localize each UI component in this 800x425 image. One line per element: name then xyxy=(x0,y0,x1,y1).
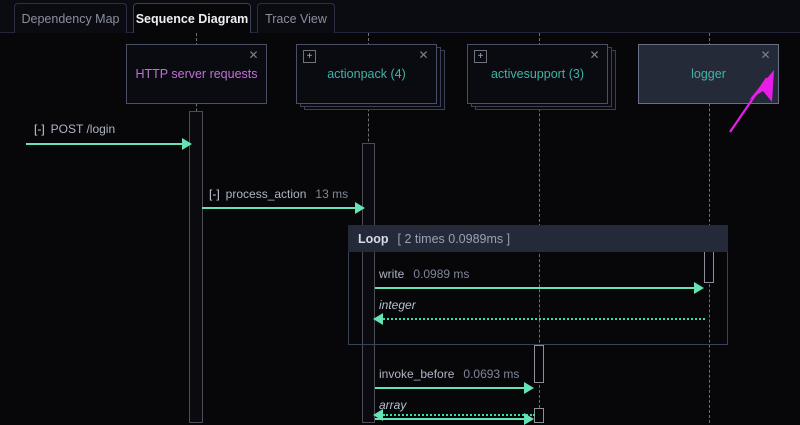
close-icon[interactable]: ✕ xyxy=(418,48,429,62)
activation-bar-activesupport-1 xyxy=(534,345,544,383)
participant-http-server-requests[interactable]: HTTP server requests ✕ xyxy=(126,44,267,104)
fragment-loop-header[interactable]: Loop [ 2 times 0.0989ms ] xyxy=(348,225,728,252)
message-label-write: write 0.0989 ms xyxy=(379,267,469,281)
collapse-toggle[interactable]: [-] xyxy=(34,122,45,136)
message-label-invoke-before-1: invoke_before 0.0693 ms xyxy=(379,367,519,381)
message-label-process-action: [-] process_action 13 ms xyxy=(209,187,348,201)
arrowhead-icon xyxy=(694,282,704,294)
participant-label: actionpack (4) xyxy=(327,67,406,81)
message-name: invoke_before xyxy=(379,367,455,381)
participant-activesupport[interactable]: activesupport (3) + ✕ xyxy=(467,44,608,104)
tab-label: Sequence Diagram xyxy=(135,11,249,26)
message-name: integer xyxy=(379,298,416,312)
message-duration: 0.0693 ms xyxy=(463,367,520,381)
message-label-post-login: [-] POST /login xyxy=(34,122,124,136)
tab-label: Trace View xyxy=(265,11,327,26)
arrowhead-icon xyxy=(524,413,534,425)
message-arrow-invoke-before-1 xyxy=(375,387,529,389)
message-arrow-post-login xyxy=(26,143,188,145)
message-duration: 0.0989 ms xyxy=(413,267,470,281)
tab-trace-view[interactable]: Trace View xyxy=(257,3,335,33)
participant-actionpack[interactable]: actionpack (4) + ✕ xyxy=(296,44,437,104)
participant-logger[interactable]: logger ✕ xyxy=(638,44,779,104)
fragment-condition: [ 2 times 0.0989ms ] xyxy=(397,231,511,246)
message-arrow-process-action xyxy=(202,207,362,209)
close-icon[interactable]: ✕ xyxy=(248,48,259,62)
message-name: POST /login xyxy=(50,122,116,136)
arrowhead-icon xyxy=(373,409,383,421)
message-duration: 13 ms xyxy=(315,187,349,201)
close-icon[interactable]: ✕ xyxy=(589,48,600,62)
expand-icon[interactable]: + xyxy=(474,50,487,63)
collapse-toggle[interactable]: [-] xyxy=(209,187,220,201)
message-arrow-invoke-before-2 xyxy=(375,418,529,420)
arrowhead-icon xyxy=(182,138,192,150)
arrowhead-icon xyxy=(355,202,365,214)
message-arrow-array-return xyxy=(383,414,535,416)
tab-bar: Dependency Map Sequence Diagram Trace Vi… xyxy=(0,0,800,33)
activation-bar-http xyxy=(189,111,203,423)
sequence-diagram-canvas: HTTP server requests ✕ actionpack (4) + … xyxy=(0,33,800,423)
message-label-array-return: array xyxy=(379,398,406,412)
arrowhead-icon xyxy=(373,313,383,325)
close-icon[interactable]: ✕ xyxy=(760,48,771,62)
message-label-integer-return: integer xyxy=(379,298,416,312)
participant-label: HTTP server requests xyxy=(135,67,258,81)
arrowhead-icon xyxy=(524,382,534,394)
message-name: write xyxy=(379,267,405,281)
activation-bar-activesupport-2 xyxy=(534,408,544,423)
participant-label: activesupport (3) xyxy=(490,67,585,81)
participant-label: logger xyxy=(691,67,726,81)
message-arrow-write xyxy=(375,287,699,289)
tab-label: Dependency Map xyxy=(21,11,120,26)
tab-dependency-map[interactable]: Dependency Map xyxy=(14,3,127,33)
message-name: process_action xyxy=(225,187,307,201)
tab-sequence-diagram[interactable]: Sequence Diagram xyxy=(133,3,251,33)
fragment-title: Loop xyxy=(358,231,389,246)
message-name: array xyxy=(379,398,407,412)
expand-icon[interactable]: + xyxy=(303,50,316,63)
message-arrow-integer-return xyxy=(383,318,705,320)
